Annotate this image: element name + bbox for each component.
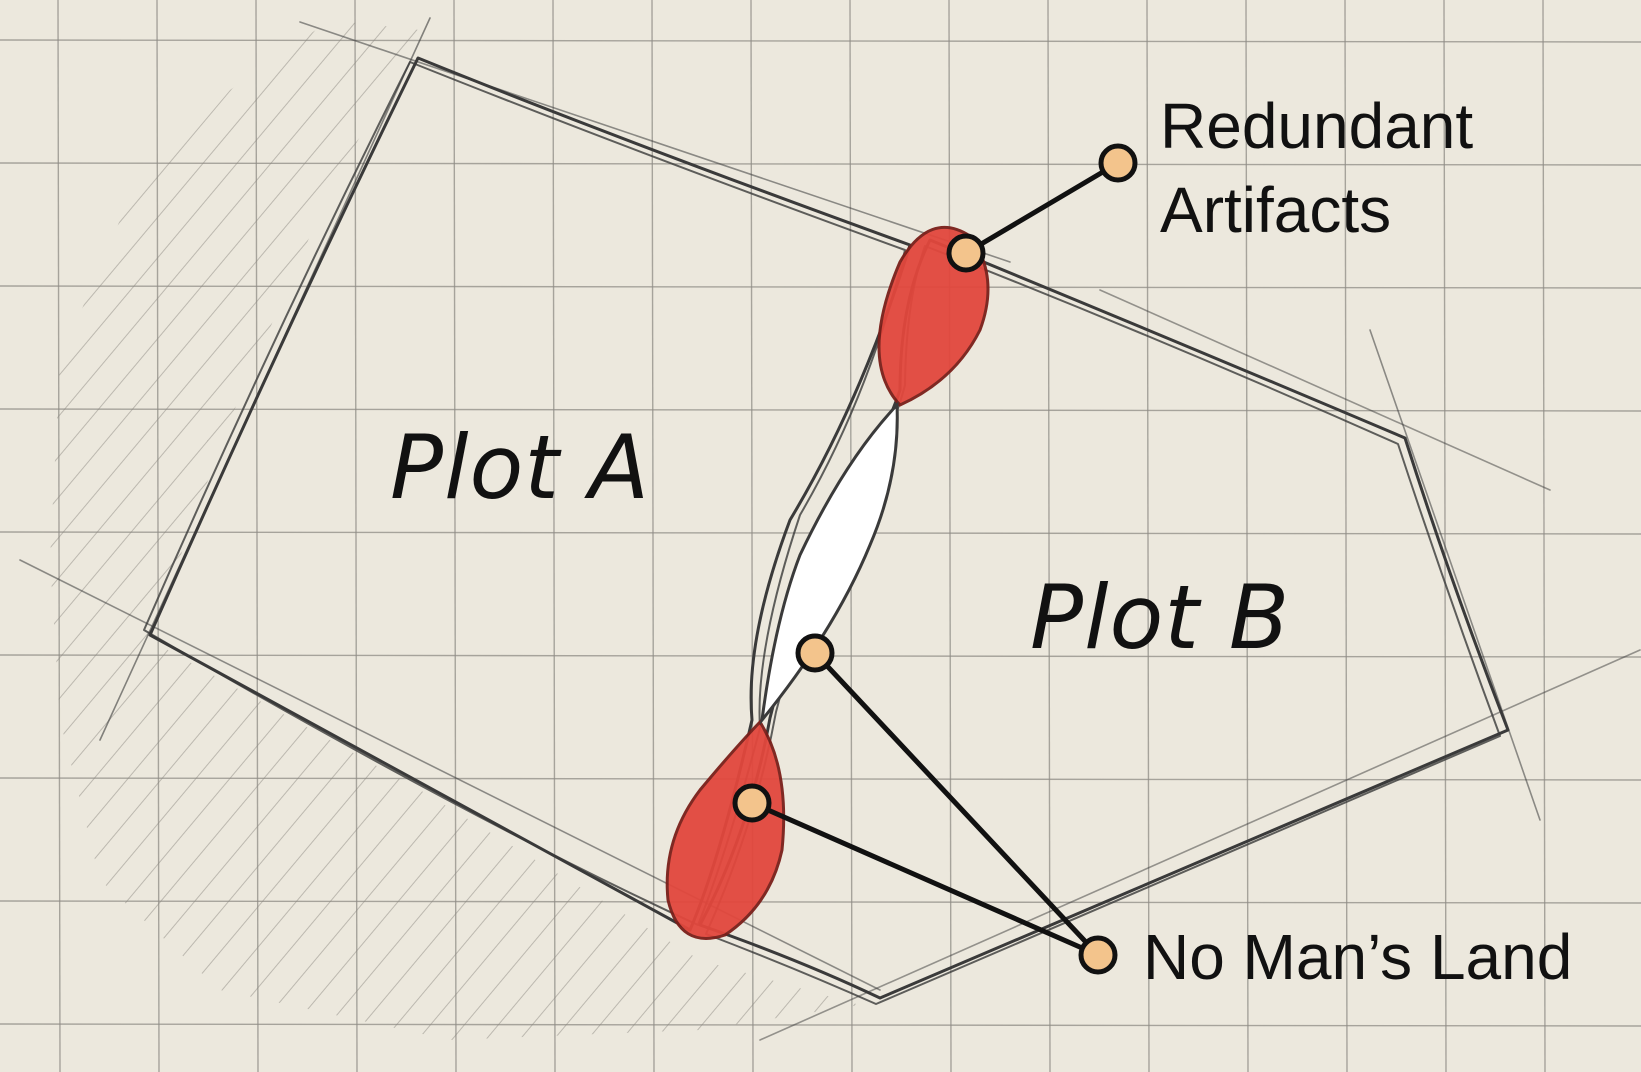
marker-dots: [732, 143, 1138, 975]
callout-leaders: [749, 160, 1121, 958]
marker-dot-gap: [795, 633, 835, 673]
overlap-region-bottom: [665, 719, 786, 940]
marker-dot-overlap-top: [946, 233, 986, 273]
marker-dot-overlap-bottom: [732, 783, 772, 823]
redundant-artifacts-label-line2: Artifacts: [1160, 174, 1391, 246]
no-mans-land-label: No Man’s Land: [1143, 921, 1572, 993]
marker-dot-no-mans-land-end: [1078, 935, 1118, 975]
redundant-artifacts-label-line1: Redundant: [1160, 90, 1473, 162]
hatch-shading: [50, 20, 860, 1040]
overlap-regions: [665, 225, 990, 940]
plot-a-label: Plot A: [390, 416, 650, 519]
gap-region: [759, 401, 899, 726]
marker-dot-redundant-end: [1098, 143, 1138, 183]
plot-b-label: Plot B: [1030, 566, 1290, 669]
